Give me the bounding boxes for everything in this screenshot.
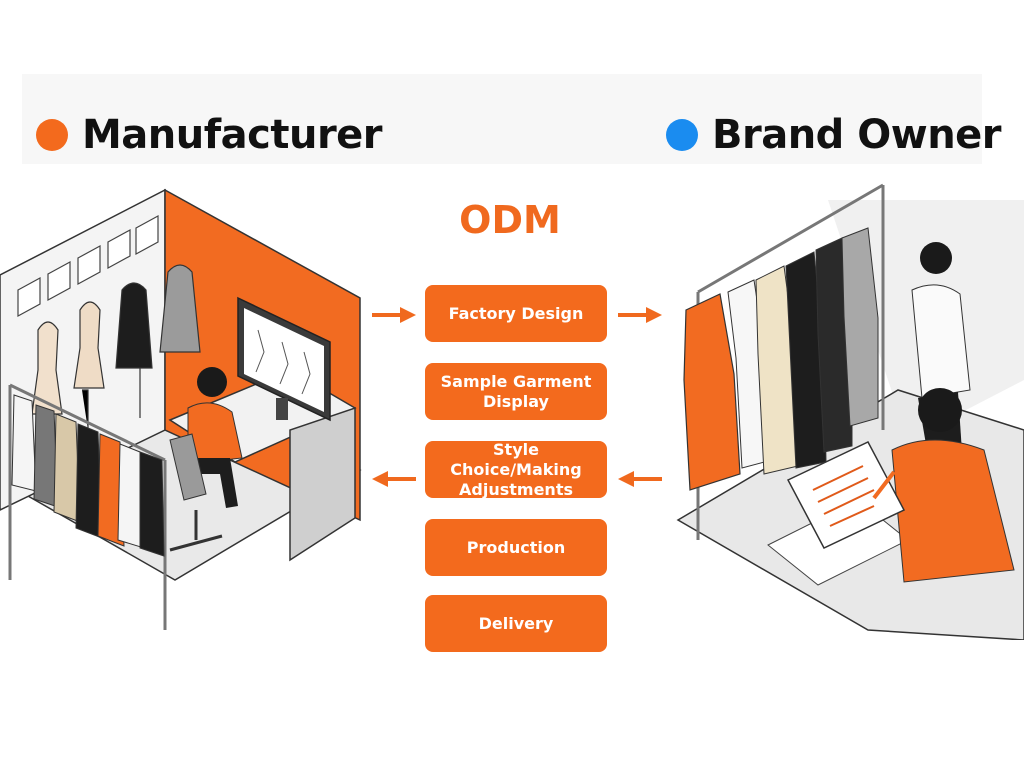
blue-dot-icon xyxy=(666,119,698,151)
step-style-choice: Style Choice/Making Adjustments xyxy=(425,440,607,499)
manufacturer-legend: Manufacturer xyxy=(36,112,383,158)
step-production: Production xyxy=(425,519,607,576)
odm-title: ODM xyxy=(459,198,561,242)
header-band xyxy=(22,74,982,164)
step-sample-garment-display: Sample Garment Display xyxy=(425,363,607,420)
arrow-left-icon xyxy=(618,471,662,487)
step-factory-design: Factory Design xyxy=(425,285,607,342)
brand-owner-label: Brand Owner xyxy=(712,112,1002,158)
manufacturer-label: Manufacturer xyxy=(82,112,383,158)
arrow-right-icon xyxy=(618,307,662,323)
brand-owner-illustration xyxy=(676,183,1024,640)
brand-owner-legend: Brand Owner xyxy=(666,112,1002,158)
orange-dot-icon xyxy=(36,119,68,151)
manufacturer-illustration xyxy=(0,188,362,630)
arrow-left-icon xyxy=(372,471,416,487)
arrow-right-icon xyxy=(372,307,416,323)
step-delivery: Delivery xyxy=(425,595,607,652)
